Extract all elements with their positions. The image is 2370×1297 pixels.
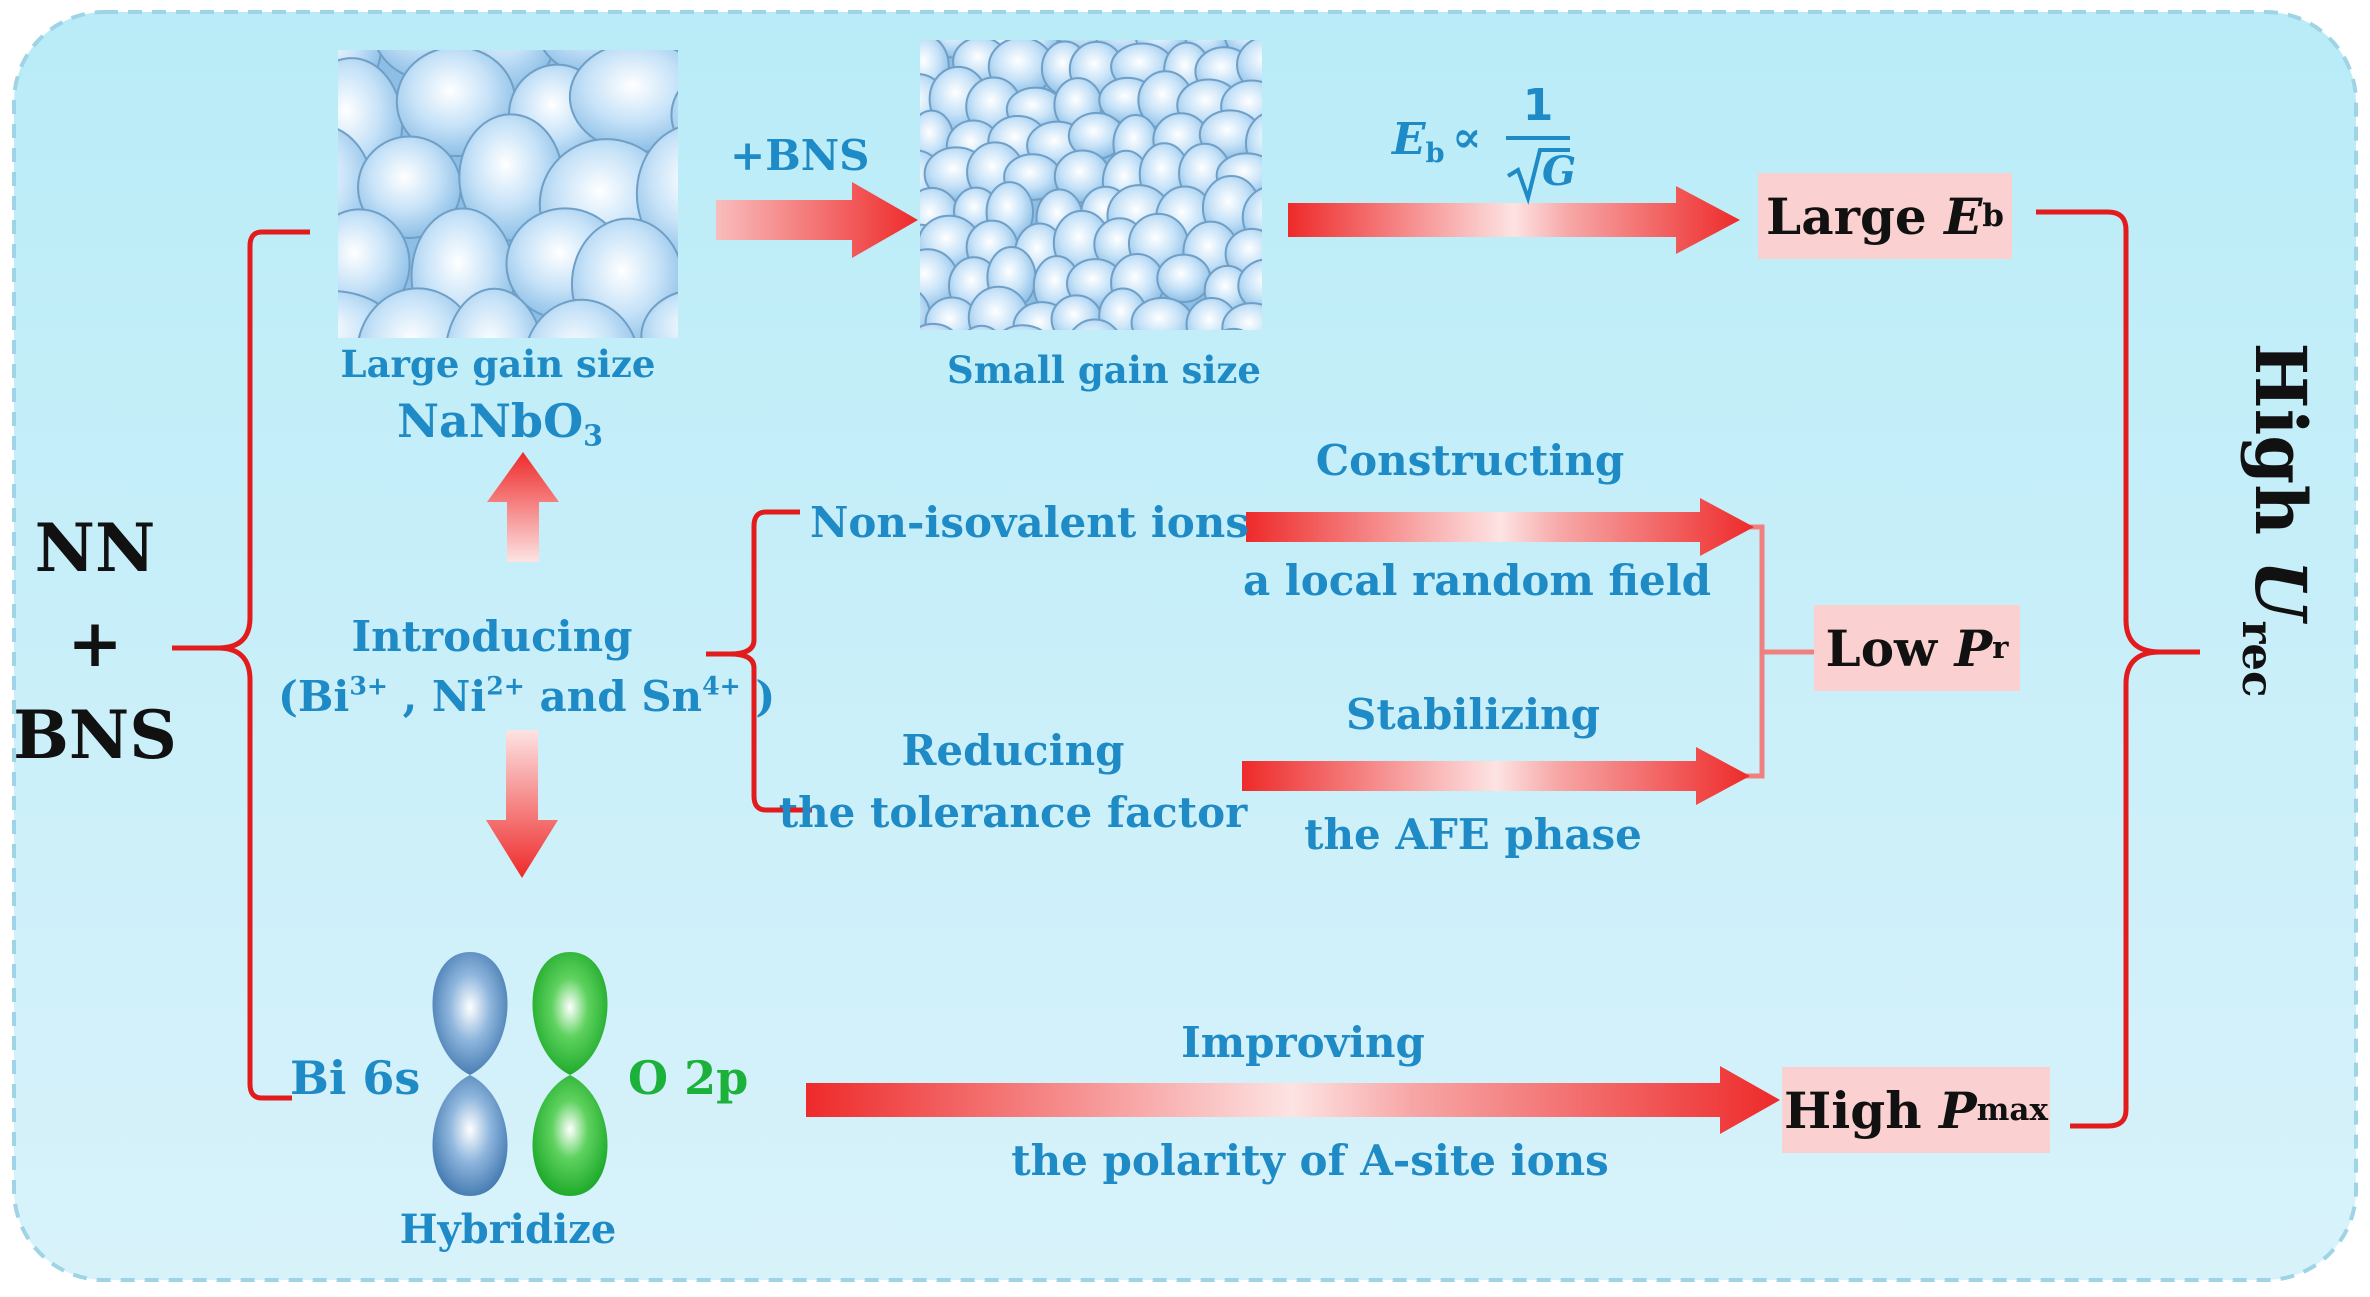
high-urec-label: High Urec: [2231, 342, 2322, 698]
small-grain-image: [920, 40, 1262, 330]
formula-relation: ∝: [1452, 112, 1482, 163]
plus-label: +: [67, 604, 123, 682]
random-field-label: a local random field: [1242, 556, 1712, 605]
formula-denominator: G: [1542, 148, 1577, 195]
grain-particle: [527, 298, 636, 338]
arrow-down-to-orbitals: [486, 730, 558, 878]
grain-particle: [1003, 324, 1043, 330]
arrow-grain-to-eb: [1288, 186, 1740, 254]
bi-6s-orbital-icon: [432, 952, 508, 1196]
grain-particle: [1237, 258, 1262, 313]
hybridize-label: Hybridize: [399, 1206, 617, 1253]
grain-particle: [1156, 253, 1212, 304]
formula-sqrt-sign: [1506, 148, 1570, 205]
bi-6s-label: Bi 6s: [290, 1051, 421, 1105]
afe-phase-label: the AFE phase: [1304, 810, 1642, 859]
formula-lhs: Eb: [1392, 114, 1445, 170]
improving-label: Improving: [1181, 1018, 1425, 1067]
arrow-random-field: [1246, 498, 1754, 556]
introducing-label: Introducing: [351, 612, 633, 661]
polarity-label: the polarity of A-site ions: [1011, 1136, 1609, 1185]
left-brace: [172, 229, 310, 1101]
introducing-ions: (Bi3+ , Ni2+ and Sn4+ ): [278, 670, 776, 721]
low-pr-connector: [1744, 524, 1814, 779]
small-grain-caption: Small gain size: [947, 348, 1261, 392]
add-bns-label: +BNS: [730, 131, 870, 180]
arrow-afe-phase: [1242, 747, 1750, 805]
grain-particle: [1071, 318, 1118, 330]
o-2p-label: O 2p: [628, 1051, 749, 1105]
grain-particle: [1221, 302, 1262, 330]
o-2p-orbital-icon: [532, 952, 608, 1196]
constructing-label: Constructing: [1315, 436, 1625, 485]
arrow-add-bns: [716, 182, 918, 258]
grain-particle: [357, 287, 478, 338]
grain-particle: [670, 90, 678, 140]
reducing-label: Reducing: [901, 726, 1125, 775]
nanbo3-label: NaNbO3: [397, 394, 603, 453]
middle-brace: [706, 509, 812, 813]
grain-particle: [1236, 40, 1262, 94]
large-grain-image: [338, 50, 678, 338]
grain-particle: [1223, 327, 1244, 330]
arrow-up-to-nanbo3: [487, 452, 559, 562]
stabilizing-label: Stabilizing: [1346, 690, 1600, 739]
formula-numerator: 1: [1522, 80, 1554, 131]
grain-particle: [967, 324, 996, 330]
tolerance-factor-label: the tolerance factor: [778, 788, 1248, 837]
grain-particle: [446, 287, 543, 338]
grain-particle: [640, 291, 678, 338]
nn-label: NN: [34, 509, 156, 587]
non-isovalent-label: Non-isovalent ions: [810, 498, 1249, 547]
right-brace: [2036, 209, 2200, 1129]
large-grain-caption: Large gain size: [340, 342, 656, 386]
grain-particle: [920, 322, 954, 330]
arrow-polarity: [806, 1066, 1780, 1134]
bns-label: BNS: [13, 696, 177, 774]
